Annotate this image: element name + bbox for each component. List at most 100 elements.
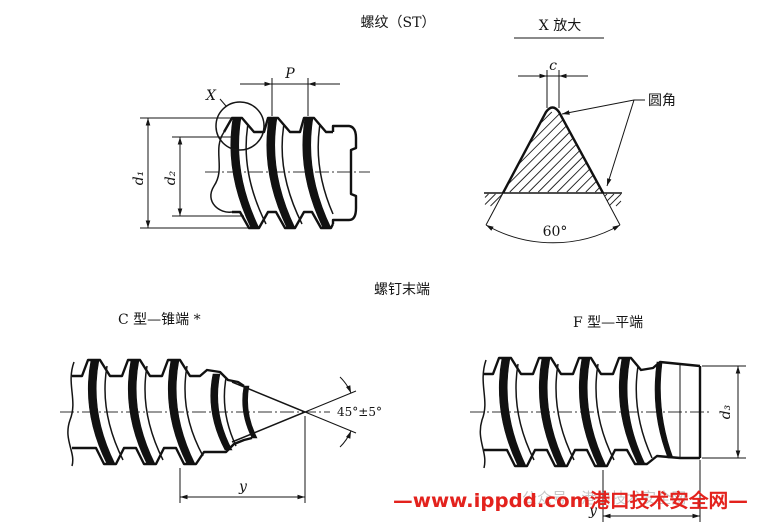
detail-x-enlarged: X 放大 c 圆角 60° xyxy=(484,18,676,244)
cone-end-view: C 型—锥端 * 45°±5° y xyxy=(60,312,382,503)
arrowhead xyxy=(145,220,151,228)
cone-angle-extension-lines xyxy=(304,390,357,434)
arrowhead xyxy=(177,208,183,216)
thread-title: 螺纹（ST） xyxy=(361,15,436,31)
arrowhead xyxy=(692,513,700,519)
hatch-line xyxy=(537,150,580,193)
flat-end-view: F 型—平端 d₃ y xyxy=(470,315,746,522)
arrowhead xyxy=(177,137,183,145)
thread-bottom-profile xyxy=(484,448,700,468)
thread-back-edge xyxy=(515,363,535,461)
d2-extension-lines xyxy=(172,136,244,217)
arrowhead xyxy=(735,366,741,374)
y-extension-lines xyxy=(602,460,701,522)
st-thread-view: 螺纹（ST） d₁ d₂ P X xyxy=(131,15,436,230)
thread-back-edge xyxy=(281,123,303,225)
thread-ridge xyxy=(266,117,296,229)
thread-ridge xyxy=(87,359,116,465)
thread-ridge xyxy=(618,357,646,465)
dimension-arrowheads xyxy=(145,73,741,519)
pitch-label: P xyxy=(284,66,295,82)
thread-top-profile xyxy=(72,358,245,387)
thread-ridge xyxy=(654,361,674,459)
d2-label: d₂ xyxy=(163,170,179,185)
thread-profile-outline xyxy=(501,106,605,194)
thread-back-edge xyxy=(144,365,164,461)
hatch-line xyxy=(528,144,577,193)
thread-ridge xyxy=(127,359,156,465)
arrowhead xyxy=(559,73,567,79)
hatch-line xyxy=(606,193,615,202)
watermark-faint-text: 公众号 · 港口技术安全网 xyxy=(522,489,686,507)
thread-ridge xyxy=(498,357,527,467)
thread-ridge xyxy=(578,357,607,467)
thread-back-edge xyxy=(595,363,615,461)
d1-label: d₁ xyxy=(131,171,147,186)
angle-60-arc xyxy=(485,224,621,244)
arrowhead xyxy=(735,450,741,458)
watermark: 公众号 · 港口技术安全网 —www.ippdd.com港口技术安全网— xyxy=(393,489,748,512)
hatch-line xyxy=(519,119,563,164)
hatch-line xyxy=(615,200,622,207)
hatch-line xyxy=(484,193,489,198)
detail-x-circle xyxy=(215,101,265,151)
thread-profile-hatching xyxy=(508,111,600,193)
arrowhead xyxy=(346,431,351,439)
thread-ridge xyxy=(538,357,567,467)
hatch-line xyxy=(609,193,622,206)
arrowhead xyxy=(145,118,151,126)
arrowhead xyxy=(562,110,570,115)
hatch-line xyxy=(566,168,590,193)
arrowhead xyxy=(297,494,305,500)
hatch-line xyxy=(594,187,600,193)
cone-end-title: C 型—锥端 * xyxy=(118,312,201,328)
fillet-leader-lines xyxy=(561,99,645,187)
thread-back-edge xyxy=(184,365,204,457)
arrowhead xyxy=(603,513,611,519)
arrowhead xyxy=(308,81,316,87)
detail-x-leader xyxy=(219,98,227,107)
hatch-line xyxy=(490,193,503,207)
thread-ridge xyxy=(242,385,258,439)
break-line xyxy=(67,361,75,467)
break-line xyxy=(479,359,487,469)
break-line xyxy=(210,131,233,213)
hatch-line xyxy=(585,181,597,193)
arrowhead xyxy=(607,178,612,186)
arrowhead xyxy=(346,385,351,393)
ground-hatching xyxy=(484,193,622,207)
angle-60-label: 60° xyxy=(543,224,568,240)
detail-x-label: X xyxy=(205,88,217,104)
arrowhead xyxy=(180,494,188,500)
arrowhead xyxy=(486,225,494,231)
detail-title: X 放大 xyxy=(539,18,581,34)
arrowhead xyxy=(539,73,547,79)
hatch-line xyxy=(508,126,567,185)
watermark-text: —www.ippdd.com港口技术安全网— xyxy=(393,489,748,512)
hatch-line xyxy=(484,193,496,205)
hatch-line xyxy=(556,162,587,193)
thread-back-edge xyxy=(317,123,334,215)
hatch-line xyxy=(509,132,570,193)
hatch-line xyxy=(530,113,560,144)
thread-back-edge xyxy=(635,365,653,459)
arrowhead xyxy=(612,225,620,231)
thread-top-profile xyxy=(222,116,333,134)
thread-back-edge xyxy=(555,363,575,461)
thread-back-edge xyxy=(223,377,237,447)
arrowhead xyxy=(264,81,272,87)
thread-back-edge xyxy=(104,365,124,461)
screw-shank xyxy=(331,124,358,224)
y-label: y xyxy=(238,479,248,495)
y-label: y xyxy=(588,503,598,519)
thread-ridge xyxy=(302,117,332,229)
d3-extension-lines xyxy=(702,365,746,459)
thread-ridge xyxy=(210,373,233,451)
screw-end-title: 螺钉末端 xyxy=(374,282,430,298)
hatch-line xyxy=(547,156,584,193)
thread-ridge xyxy=(167,359,196,465)
hatch-line xyxy=(541,111,553,123)
c-label: c xyxy=(549,58,557,74)
flat-end-title: F 型—平端 xyxy=(573,315,643,331)
